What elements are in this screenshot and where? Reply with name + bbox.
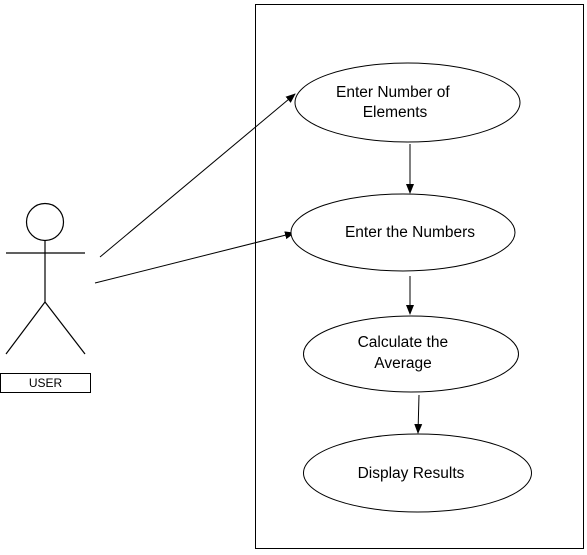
use-case-label-line: Display Results xyxy=(358,465,465,482)
actor-head xyxy=(25,202,65,242)
use-case-ellipse-calculate-the-average xyxy=(303,315,519,393)
use-case-label-calculate-the-average: Calculate the Average xyxy=(358,334,453,372)
use-case-label-display-results: Display Results xyxy=(358,465,465,482)
use-case-ellipse-display-results xyxy=(303,433,532,513)
association-arrow-enter-the-numbers xyxy=(94,231,295,284)
actor-left-leg xyxy=(5,301,46,355)
actor-right-leg xyxy=(44,301,86,355)
use-case-label-line: Calculate the xyxy=(358,334,448,351)
use-case-label-enter-the-numbers: Enter the Numbers xyxy=(345,224,475,241)
use-case-label-enter-number-of-elements: Enter Number of Elements xyxy=(336,84,454,121)
association-arrow-enter-number-of-elements xyxy=(99,93,296,258)
use-case-label-line: Enter the Numbers xyxy=(345,224,475,241)
user-actor xyxy=(5,202,86,355)
actor-label: USER xyxy=(29,376,63,390)
use-case-label-line: Elements xyxy=(363,104,428,121)
system-boundary xyxy=(255,4,584,549)
use-case-label-line: Average xyxy=(374,355,431,372)
use-case-ellipse-enter-the-numbers xyxy=(290,193,516,272)
use-case-ellipse-enter-number-of-elements xyxy=(294,62,521,143)
use-case-label-line: Enter Number of xyxy=(336,84,450,101)
actor-label-box xyxy=(0,373,91,393)
flow-arrow-3 xyxy=(414,394,423,434)
